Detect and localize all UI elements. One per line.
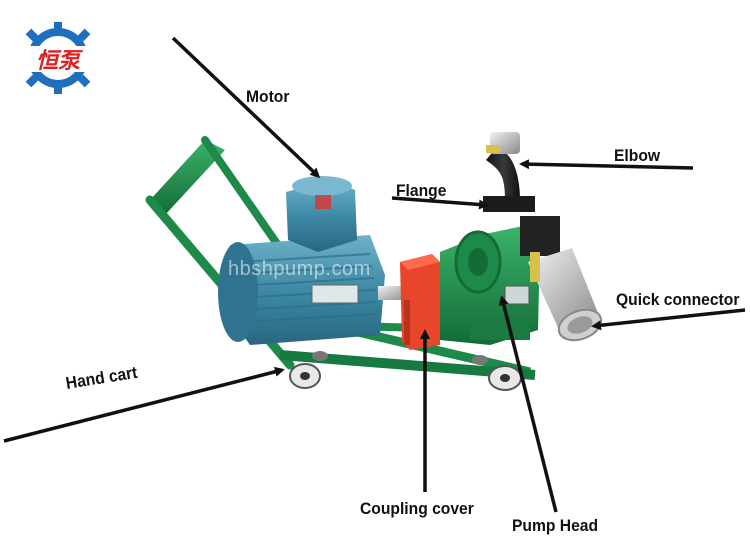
company-logo: 恒泵 xyxy=(16,22,100,94)
logo-text: 恒泵 xyxy=(36,49,83,74)
coupling-cover xyxy=(400,254,440,350)
arrow-flange xyxy=(391,196,489,210)
elbow xyxy=(483,132,560,256)
cart-wheels xyxy=(289,351,522,391)
motor xyxy=(218,176,408,345)
label-flange: Flange xyxy=(396,181,447,200)
label-elbow: Elbow xyxy=(614,146,661,165)
arrow-pump-head xyxy=(498,295,558,513)
pump-head xyxy=(440,225,540,345)
quick-connector xyxy=(528,248,603,342)
label-coupling-cover: Coupling cover xyxy=(360,499,474,518)
arrow-hand-cart xyxy=(3,366,285,443)
arrow-motor xyxy=(171,36,321,179)
label-motor: Motor xyxy=(246,87,290,106)
arrow-elbow xyxy=(519,159,694,170)
watermark-text: hbshpump.com xyxy=(228,258,371,280)
label-quick-connector: Quick connector xyxy=(616,290,740,309)
pointer-arrows xyxy=(3,36,746,513)
arrow-quick-connector xyxy=(591,308,746,331)
label-pump-head: Pump Head xyxy=(512,516,599,535)
